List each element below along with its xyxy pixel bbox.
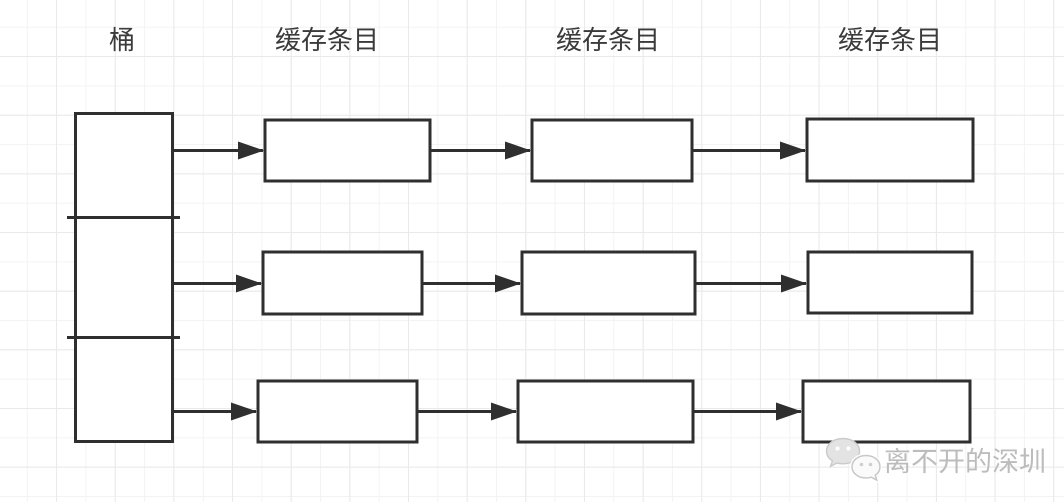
cache-entry-box-r1c3	[805, 117, 975, 183]
bucket-label: 桶	[109, 25, 135, 55]
cache-entry-box-r3c3	[801, 379, 972, 444]
cache-entry-label-3: 缓存条目	[838, 25, 942, 55]
bucket-shape	[67, 112, 180, 443]
cache-entry-label-2: 缓存条目	[556, 25, 660, 55]
cache-entry-box-r2c2	[520, 250, 697, 316]
cache-entry-box-r3c2	[516, 379, 695, 444]
bucket-rect	[74, 112, 174, 443]
cache-entry-box-r1c1	[263, 118, 432, 183]
cache-entry-box-r1c2	[530, 118, 694, 183]
cache-entry-label-1: 缓存条目	[275, 25, 379, 55]
watermark-text: 离不开的深圳	[884, 447, 1046, 477]
cache-entry-box-r2c1	[261, 250, 424, 316]
watermark: 离不开的深圳	[825, 437, 1046, 485]
cache-entry-box-r2c3	[806, 250, 974, 315]
wechat-chat-bubbles-icon	[825, 437, 883, 485]
cache-entry-box-r3c1	[256, 379, 419, 444]
